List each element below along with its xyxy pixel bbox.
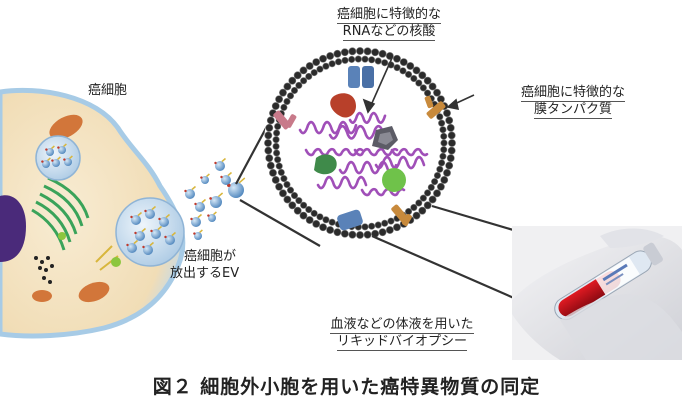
inner-protein-red	[330, 93, 356, 118]
vesicle	[144, 205, 156, 219]
label-released-ev: 癌細胞が 放出するEV	[170, 248, 239, 282]
membrane-protein-brown-bottom	[391, 204, 412, 226]
label-nucleic-acid-line1: 癌細胞に特徴的な	[336, 7, 441, 24]
mitochondrion	[49, 114, 83, 140]
vesicle	[190, 213, 202, 227]
label-released-ev-line1: 癌細胞が	[184, 249, 237, 264]
membrane-protein-pink-left	[273, 110, 297, 130]
vesicle	[220, 171, 232, 185]
rna-strands	[298, 111, 429, 197]
vesicle	[51, 156, 61, 167]
membrane-protein-blue-top	[348, 66, 374, 88]
label-nucleic-acid: 癌細胞に特徴的な RNAなどの核酸	[300, 6, 478, 41]
label-released-ev-line2: 放出するEV	[170, 266, 240, 281]
vesicle	[41, 157, 51, 168]
inner-protein-lime	[382, 168, 406, 192]
vesicle	[193, 229, 203, 240]
label-liquid-biopsy-line2: リキッドバイオプシー	[336, 334, 467, 351]
vesicle	[200, 173, 210, 184]
vesicle	[150, 225, 162, 239]
mitochondrion	[32, 290, 52, 302]
vesicle	[158, 213, 170, 227]
label-nucleic-acid-line2: RNAなどの核酸	[342, 24, 436, 41]
pointers	[362, 57, 475, 114]
membrane-protein-brown-right	[424, 95, 446, 119]
vesicle	[63, 155, 73, 166]
vesicle	[164, 231, 176, 245]
vesicle	[214, 157, 226, 171]
vesicle	[207, 211, 217, 222]
multivesicular-body	[115, 197, 185, 267]
liquid-biopsy-photo	[512, 226, 682, 360]
label-cancer-cell-text: 癌細胞	[88, 83, 128, 98]
vesicle	[209, 192, 224, 208]
nucleus	[0, 195, 26, 262]
label-membrane-protein-line1: 癌細胞に特徴的な	[520, 85, 625, 102]
ev-detail	[264, 47, 456, 239]
endoplasmic-reticulum	[31, 176, 90, 251]
label-membrane-protein-line2: 膜タンパク質	[533, 102, 612, 119]
label-membrane-protein: 癌細胞に特徴的な 膜タンパク質	[488, 84, 658, 119]
vesicle	[134, 227, 146, 241]
vesicle	[45, 145, 55, 156]
label-liquid-biopsy: 血液などの体液を用いた リキッドバイオプシー	[296, 316, 508, 351]
released-ev-group	[184, 157, 246, 240]
vesicle	[184, 185, 196, 199]
blood-tube	[554, 242, 663, 321]
multivesicular-body	[35, 135, 81, 181]
vesicle	[130, 211, 142, 225]
vesicle	[227, 177, 246, 198]
vesicle	[142, 241, 154, 255]
inner-protein-green	[314, 154, 337, 175]
label-liquid-biopsy-line1: 血液などの体液を用いた	[330, 317, 474, 334]
vesicle	[194, 198, 206, 212]
membrane-protein-blue-bottom	[337, 209, 363, 231]
vesicle	[57, 143, 67, 154]
label-cancer-cell: 癌細胞	[88, 82, 127, 99]
mitochondrion	[78, 281, 110, 303]
figure-caption: 図２ 細胞外小胞を用いた癌特異物質の同定	[152, 376, 541, 398]
granules	[34, 256, 54, 284]
vesicle	[126, 239, 138, 253]
cancer-cell	[0, 87, 186, 339]
